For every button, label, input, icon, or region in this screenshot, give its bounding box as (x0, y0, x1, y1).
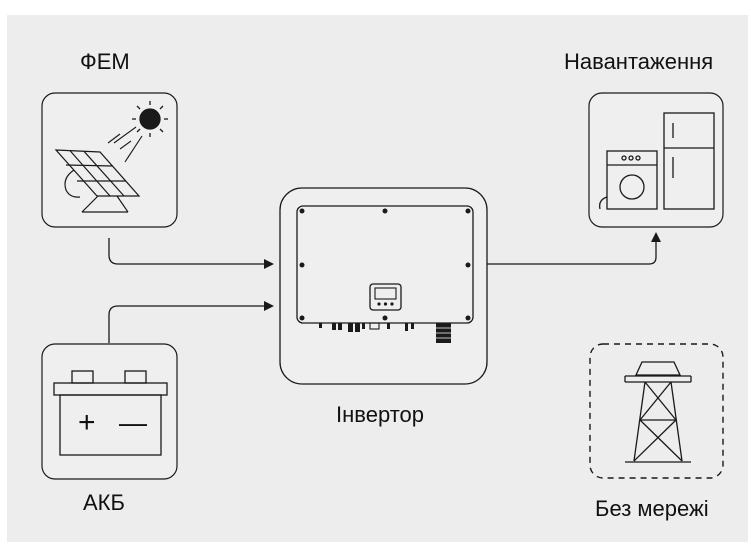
pv-card (41, 92, 178, 228)
power-tower-icon (624, 361, 692, 463)
offgrid-card (589, 343, 724, 479)
inverter-label: Інвертор (336, 402, 424, 427)
battery-minus-symbol: — (119, 407, 147, 438)
battery-to-inverter-arrow (108, 301, 274, 343)
washing-machine-icon (599, 150, 658, 210)
fridge-icon (663, 112, 715, 210)
load-card (588, 92, 724, 228)
pv-label: ФЕМ (80, 49, 130, 74)
solar-panel-icon (54, 149, 141, 213)
battery-plus-symbol: + (78, 406, 96, 439)
pv-to-inverter-arrow (108, 238, 274, 269)
inverter-icon (296, 205, 474, 343)
sun-icon (132, 101, 168, 137)
inverter-to-load-arrow (487, 232, 661, 265)
battery-icon (53, 370, 168, 456)
inverter-card (279, 187, 488, 385)
load-label: Навантаження (564, 49, 714, 74)
sun-rays-icon (107, 126, 143, 163)
offgrid-label: Без мережі (595, 496, 709, 521)
battery-card (41, 343, 178, 480)
battery-label: АКБ (83, 490, 125, 515)
